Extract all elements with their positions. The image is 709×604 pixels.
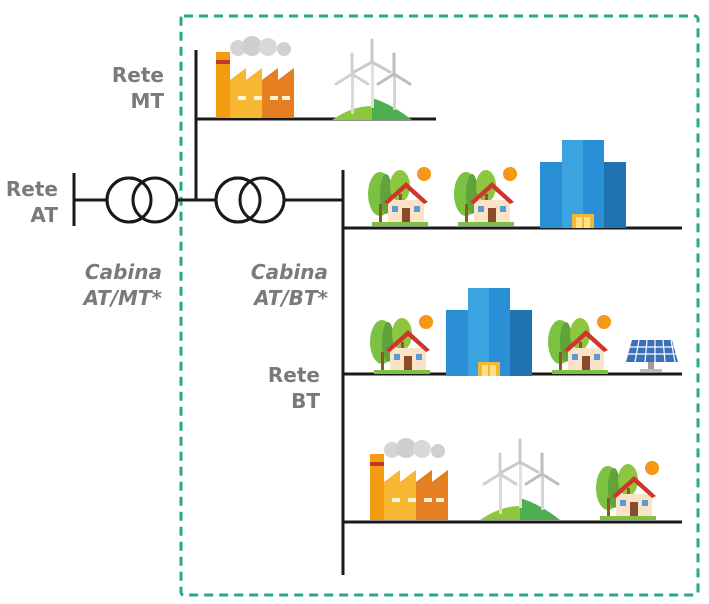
label-rete-mt-line2: MT <box>130 89 164 113</box>
label-cabina-at-bt-line2: AT/BT* <box>254 286 328 310</box>
label-rete-at: Rete AT <box>0 176 58 228</box>
label-rete-bt-line1: Rete <box>267 363 320 387</box>
label-cabina-at-mt: Cabina AT/MT* <box>48 259 162 311</box>
label-rete-bt-line2: BT <box>291 389 320 413</box>
label-rete-mt: Rete MT <box>96 62 164 114</box>
label-rete-mt-line1: Rete <box>111 63 164 87</box>
house-with-trees-icon <box>596 461 659 520</box>
house-with-trees-icon <box>368 167 431 226</box>
distribution-boundary <box>179 14 700 597</box>
label-cabina-at-mt-line1: Cabina <box>84 260 162 284</box>
label-cabina-at-mt-line2: AT/MT* <box>83 286 162 310</box>
label-cabina-at-bt-line1: Cabina <box>250 260 328 284</box>
factory-icon <box>370 438 448 520</box>
network-lines <box>72 50 682 575</box>
house-with-trees-icon <box>370 315 433 374</box>
solar-panel-icon <box>625 339 679 373</box>
house-with-trees-icon <box>548 315 611 374</box>
office-building-icon <box>540 140 626 228</box>
label-rete-at-line1: Rete <box>5 177 58 201</box>
label-rete-at-line2: AT <box>30 203 58 227</box>
factory-icon <box>216 36 294 118</box>
transformer-at-bt-icon <box>214 176 286 224</box>
wind-turbines-icon <box>330 38 414 122</box>
wind-turbines-icon <box>478 438 562 522</box>
label-cabina-at-bt: Cabina AT/BT* <box>212 259 328 311</box>
house-with-trees-icon <box>454 167 517 226</box>
transformer-at-mt-icon <box>105 176 179 224</box>
office-building-icon <box>446 288 532 376</box>
label-rete-bt: Rete BT <box>250 362 320 414</box>
